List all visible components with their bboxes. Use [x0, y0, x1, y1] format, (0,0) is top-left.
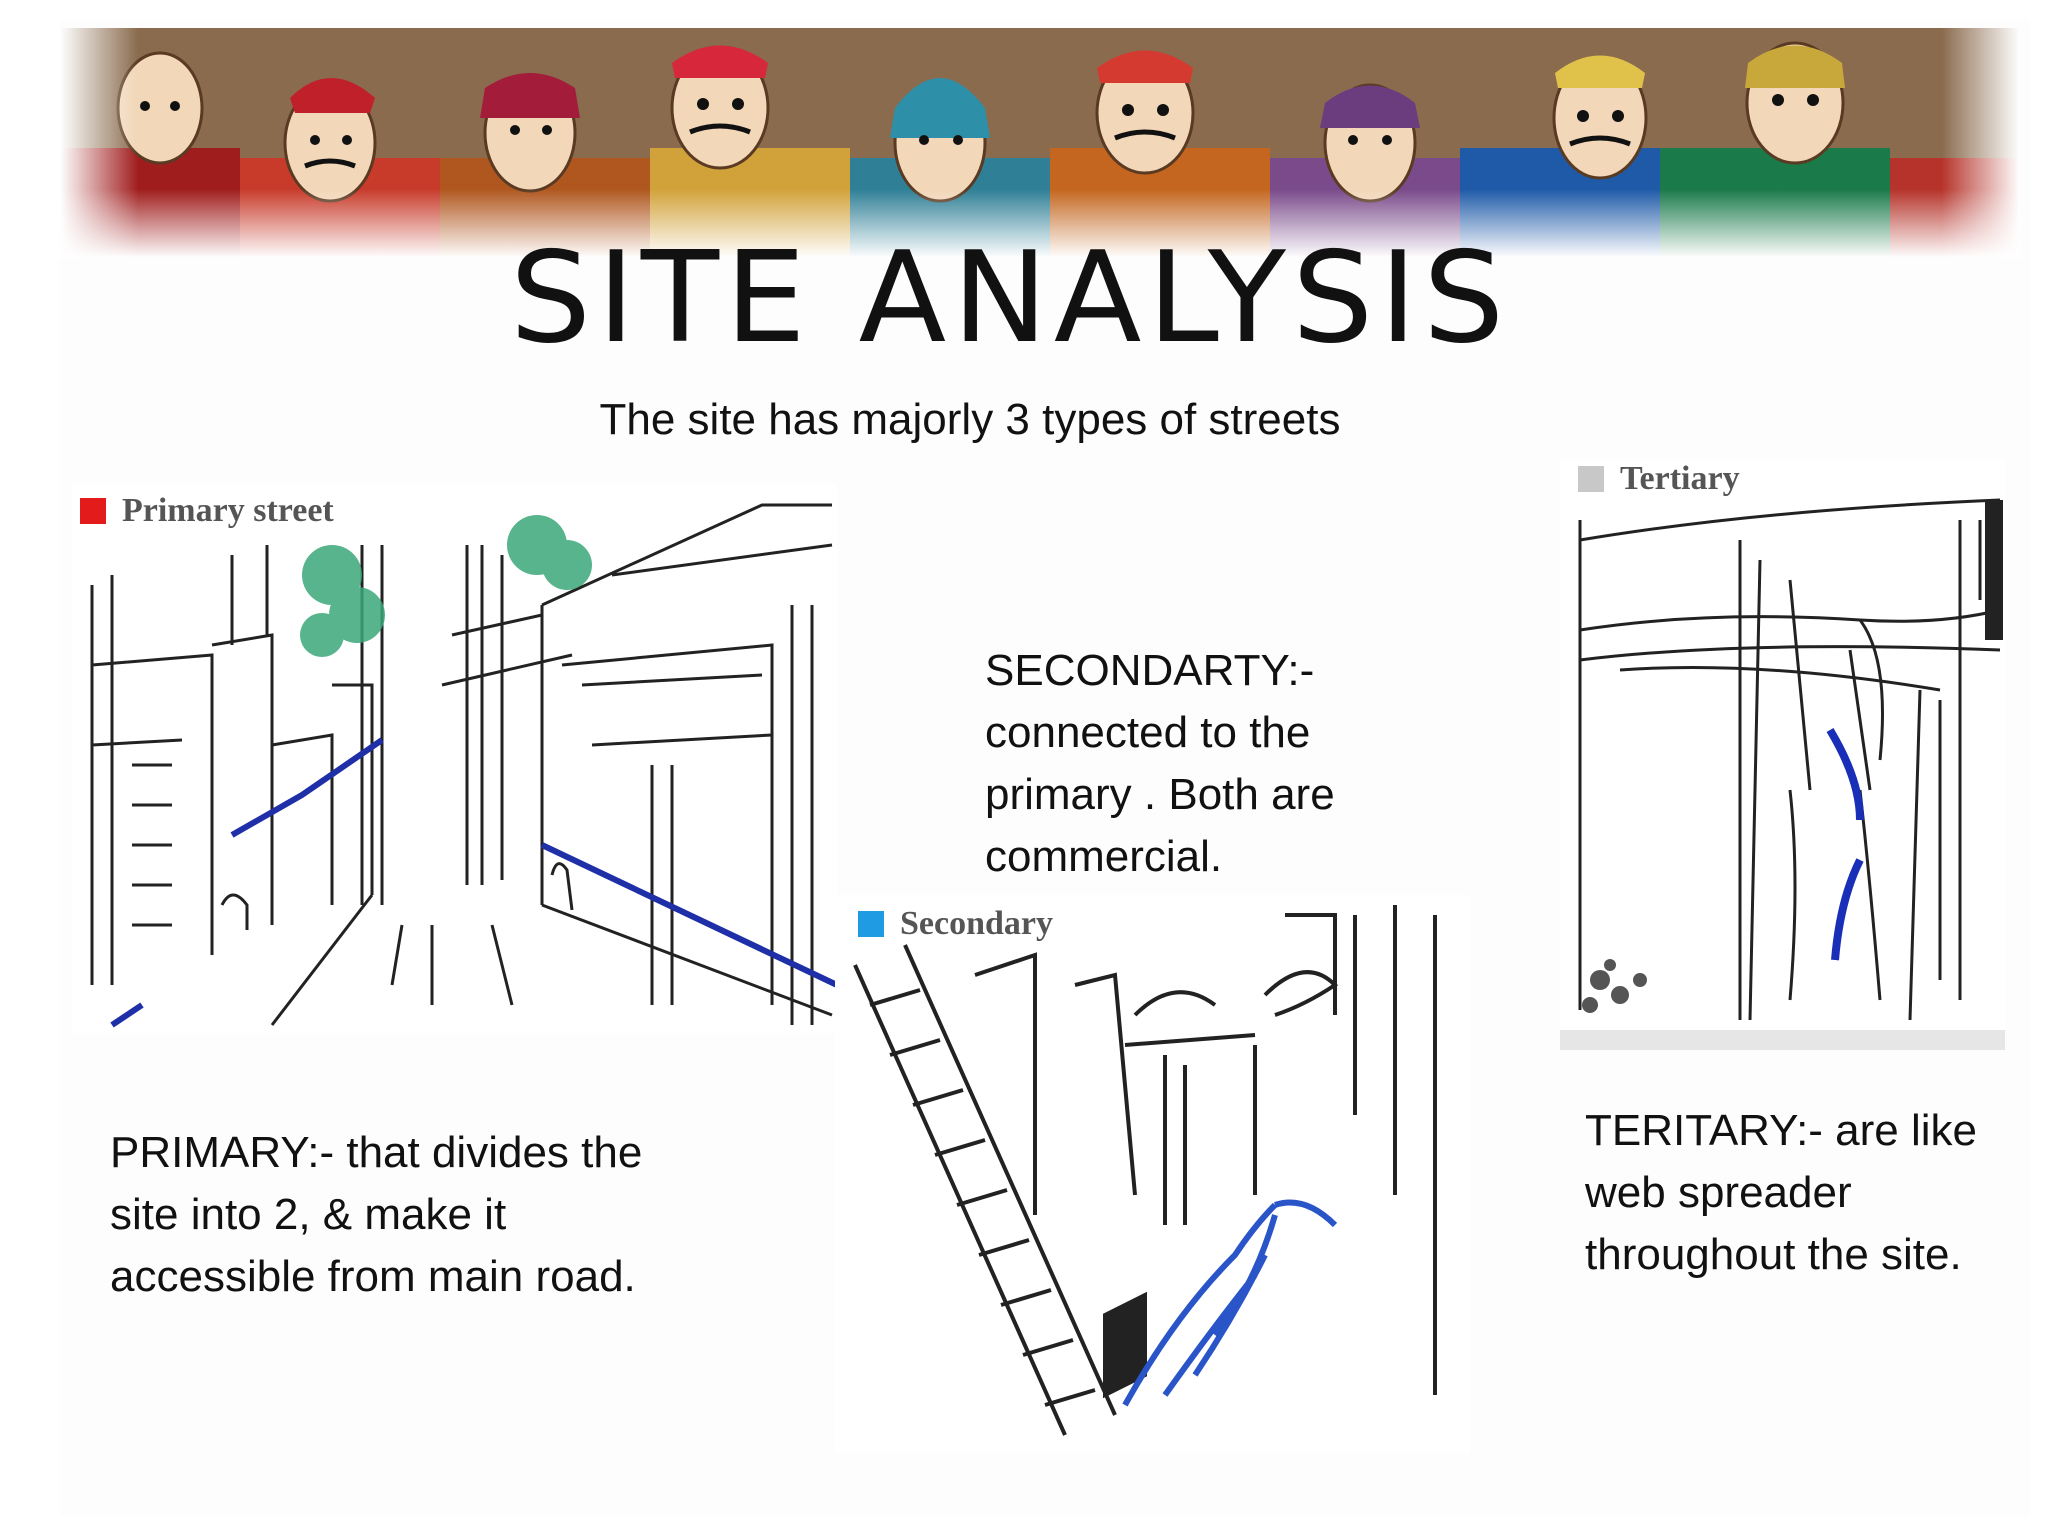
alley-sketch-image [835, 895, 1470, 1453]
page-subtitle: The site has majorly 3 types of streets [599, 395, 1341, 444]
legend-primary: Primary street [80, 492, 334, 530]
street-sketch-image [72, 485, 837, 1033]
legend-primary-swatch [80, 498, 106, 524]
tertiary-street-sketch [1560, 460, 2005, 1050]
tertiary-description: TERITARY:- are like web spreader through… [1585, 1106, 1978, 1279]
page-title: SITE ANALYSIS [509, 225, 1511, 372]
lane-sketch-image [1560, 460, 2005, 1050]
legend-tertiary-label: Tertiary [1620, 460, 1740, 497]
legend-secondary-swatch [858, 911, 884, 937]
legend-secondary-label: Secondary [900, 905, 1053, 942]
legend-secondary: Secondary [858, 905, 1053, 943]
primary-description: PRIMARY:- that divides the site into 2, … [110, 1128, 643, 1301]
legend-tertiary: Tertiary [1578, 460, 1740, 498]
secondary-description: SECONDARTY:- connected to the primary . … [985, 646, 1335, 881]
secondary-street-sketch [835, 895, 1470, 1453]
puppets-banner-image [60, 28, 2020, 258]
legend-tertiary-swatch [1578, 466, 1604, 492]
legend-primary-label: Primary street [122, 492, 334, 529]
primary-street-sketch [72, 485, 837, 1033]
